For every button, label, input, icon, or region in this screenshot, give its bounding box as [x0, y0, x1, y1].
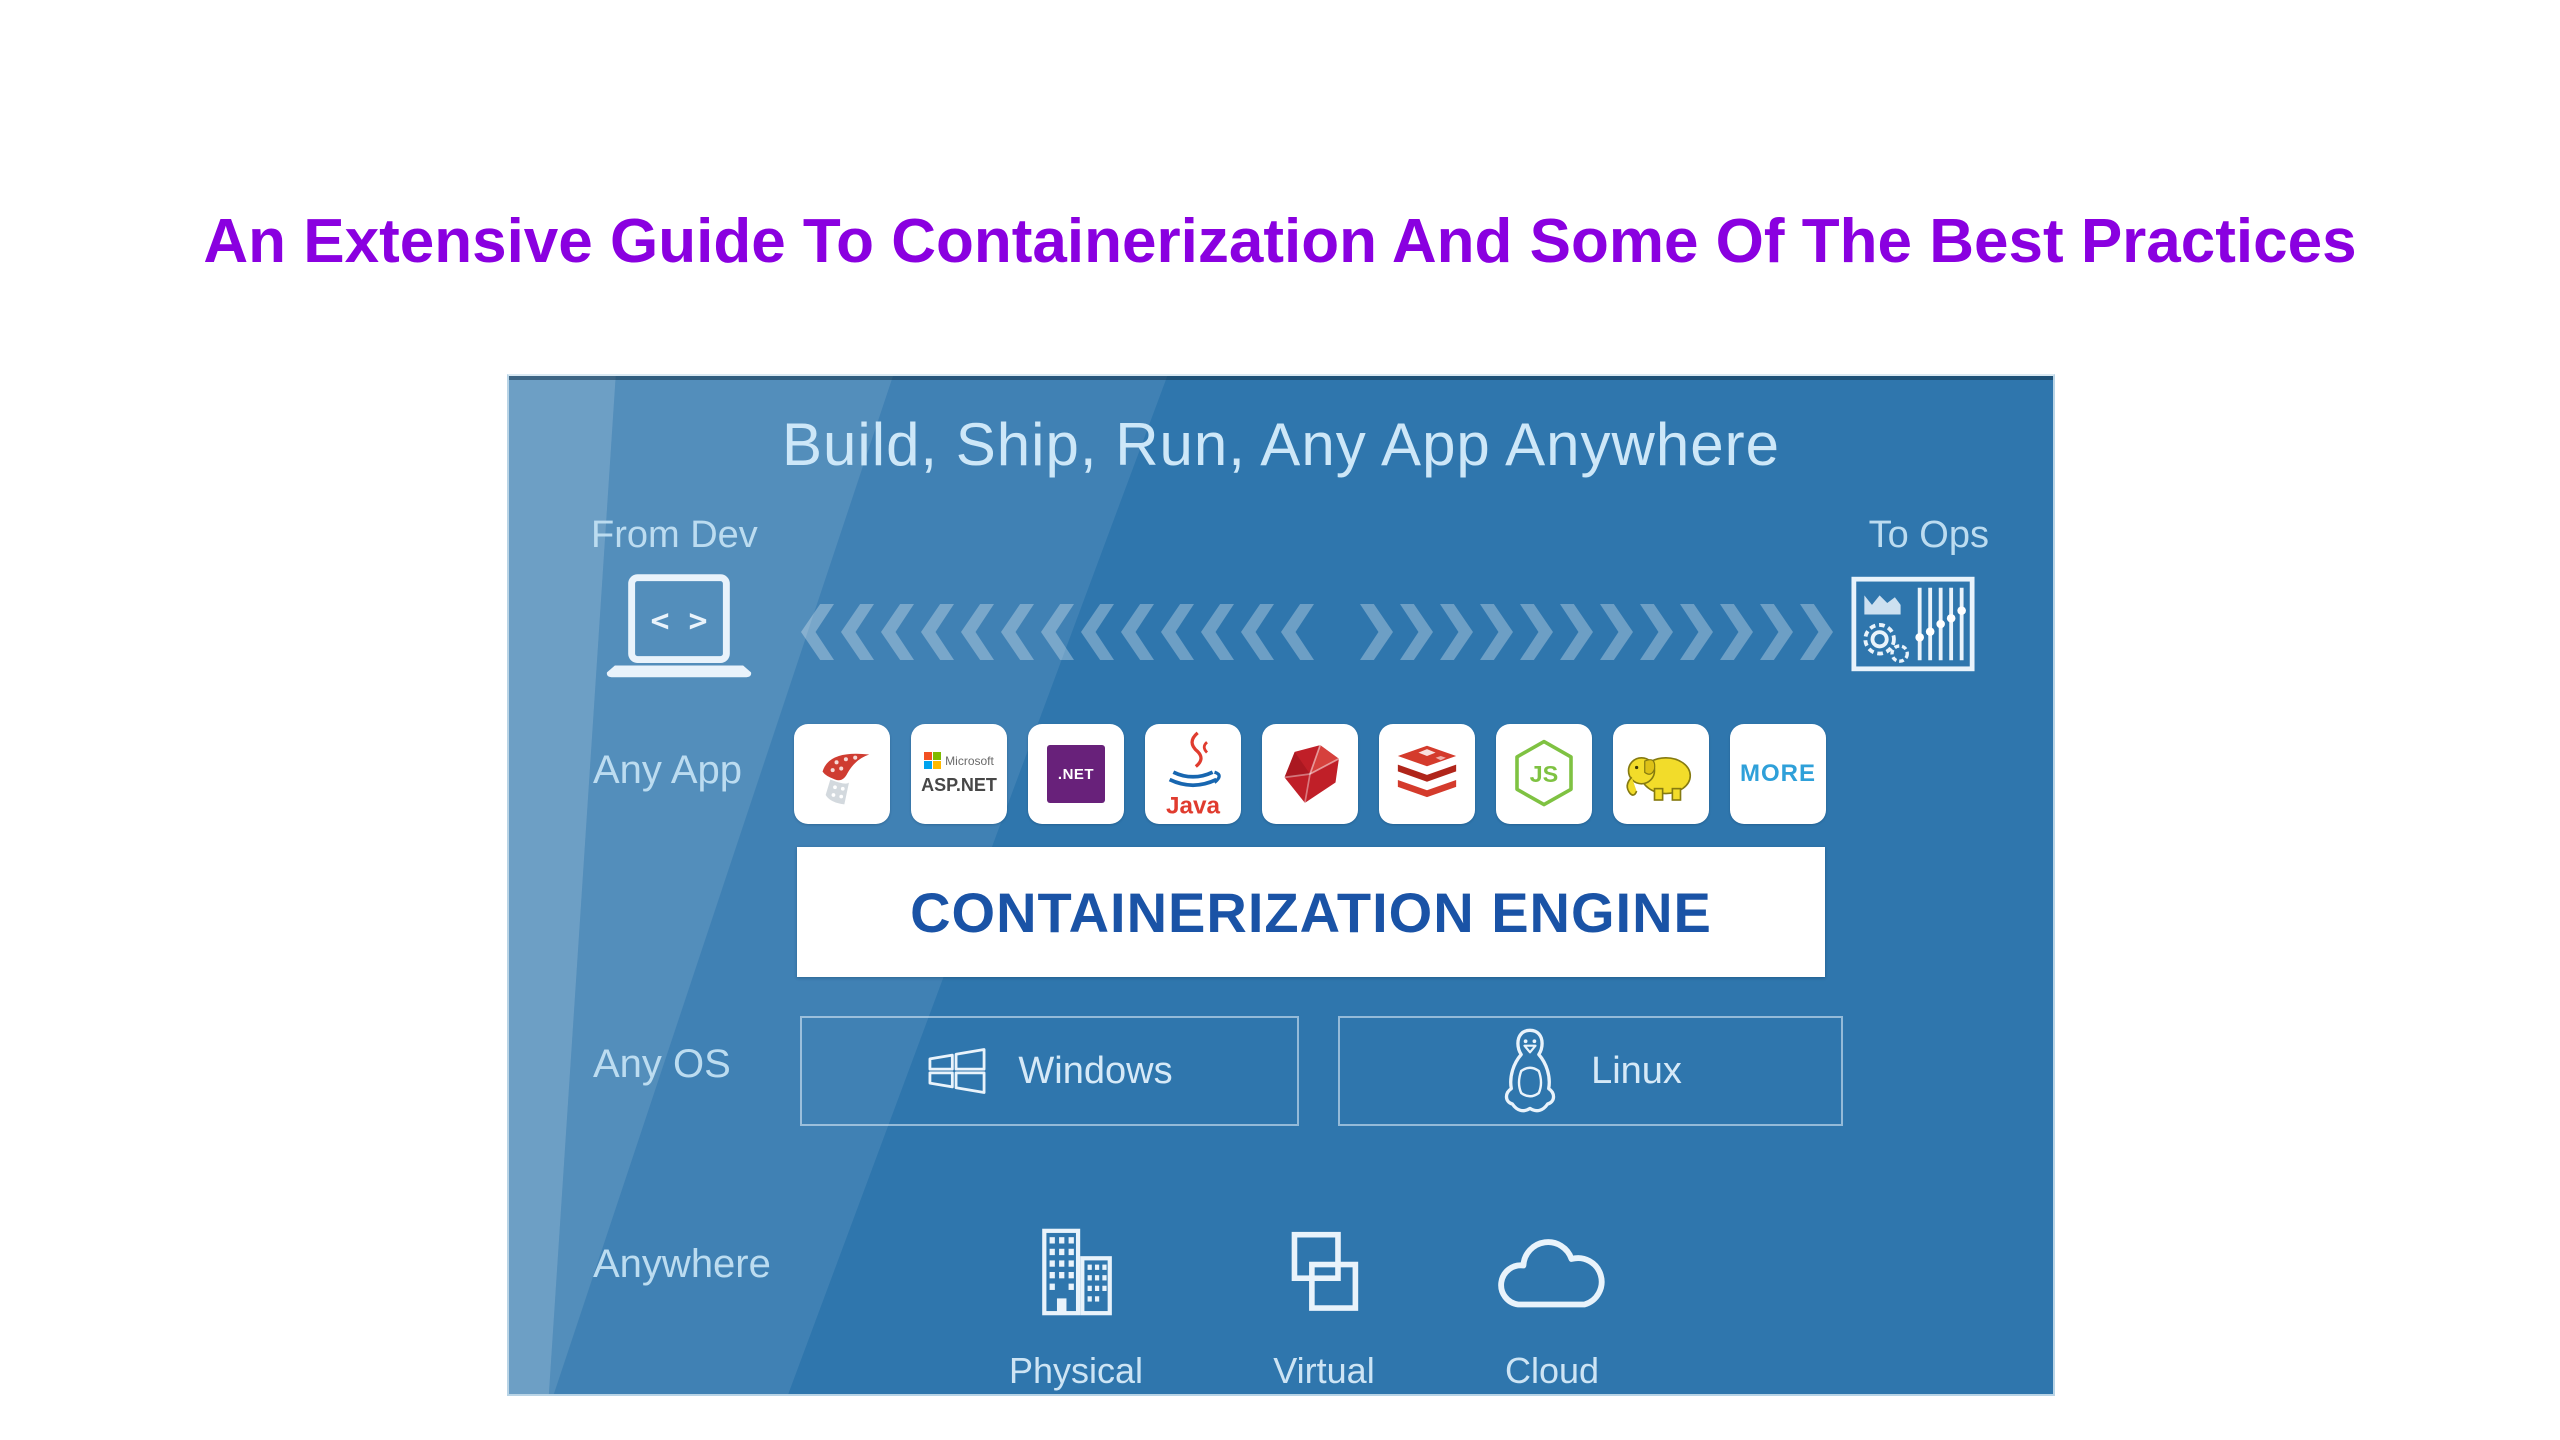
- windows-logo-icon: [928, 1048, 986, 1094]
- windows-label: Windows: [1018, 1049, 1173, 1092]
- chevron-left-icon: [881, 604, 914, 660]
- ruby-icon: [1284, 744, 1340, 804]
- chevron-left-icon: [961, 604, 994, 660]
- nodejs-js-label: JS: [1530, 761, 1559, 787]
- microsoft-logo-icon: [924, 752, 942, 769]
- containerization-engine-banner: CONTAINERIZATION ENGINE: [797, 847, 1825, 977]
- nodejs-icon: JS: [1515, 739, 1573, 807]
- diagram-header: Build, Ship, Run, Any App Anywhere: [782, 411, 1780, 478]
- chevrons-left: [801, 604, 1314, 660]
- app-tile-redis: [1379, 724, 1475, 824]
- any-os-label: Any OS: [593, 1042, 731, 1086]
- chevron-left-icon: [1081, 604, 1114, 660]
- chevron-left-icon: [1001, 604, 1034, 660]
- chevron-left-icon: [841, 604, 874, 660]
- redis-icon: [1397, 745, 1457, 798]
- more-label: MORE: [1740, 760, 1816, 787]
- tux-penguin-icon: [1504, 1028, 1556, 1113]
- dev-to-ops-flow: [801, 604, 1853, 660]
- app-tile-more: MORE: [1730, 724, 1826, 824]
- chevron-left-icon: [1281, 604, 1314, 660]
- panel-top-shade: [509, 376, 2053, 380]
- chevrons-right: [1360, 604, 1833, 660]
- chevron-right-icon: [1440, 604, 1473, 660]
- chevron-left-icon: [921, 604, 954, 660]
- any-app-label: Any App: [593, 748, 743, 792]
- virtual-label: Virtual: [1273, 1350, 1375, 1391]
- java-icon: Java: [1166, 731, 1221, 817]
- chevron-left-icon: [1041, 604, 1074, 660]
- os-box-linux: Linux: [1338, 1016, 1843, 1126]
- chevron-right-icon: [1640, 604, 1673, 660]
- chevron-left-icon: [1161, 604, 1194, 660]
- chevron-left-icon: [1201, 604, 1234, 660]
- from-dev-label: From Dev: [591, 514, 758, 556]
- chevron-right-icon: [1680, 604, 1713, 660]
- physical-label: Physical: [1008, 1350, 1144, 1391]
- chevron-right-icon: [1560, 604, 1593, 660]
- page-title: An Extensive Guide To Containerization A…: [203, 207, 2357, 276]
- chevron-right-icon: [1360, 604, 1393, 660]
- chevron-right-icon: [1400, 604, 1433, 660]
- infra-item-cloud: Cloud: [1487, 1210, 1617, 1392]
- app-tiles-row: Microsoft ASP.NET .NET Java: [794, 724, 1826, 824]
- ops-dashboard-icon: [1851, 576, 1975, 672]
- aspnet-label: ASP.NET: [921, 775, 997, 795]
- chevron-right-icon: [1520, 604, 1553, 660]
- app-tile-nodejs: JS: [1496, 724, 1592, 824]
- app-tile-dotnet: .NET: [1028, 724, 1124, 824]
- linux-label: Linux: [1591, 1049, 1682, 1092]
- cloud-icon: [1498, 1239, 1605, 1308]
- chevron-right-icon: [1720, 604, 1753, 660]
- building-icon: [1042, 1228, 1112, 1316]
- hadoop-icon: [1626, 756, 1692, 801]
- dev-laptop-icon: < >: [606, 574, 752, 678]
- app-tile-ruby: [1262, 724, 1358, 824]
- chevron-right-icon: [1480, 604, 1513, 660]
- chevron-left-icon: [1121, 604, 1154, 660]
- app-tile-sql-server: [794, 724, 890, 824]
- infra-item-virtual: Virtual: [1273, 1210, 1375, 1392]
- chevron-left-icon: [1241, 604, 1274, 660]
- chevron-right-icon: [1800, 604, 1833, 660]
- microsoft-brand-label: Microsoft: [945, 753, 994, 768]
- app-tile-asp-net: Microsoft ASP.NET: [911, 724, 1007, 824]
- chevron-left-icon: [801, 604, 834, 660]
- to-ops-label: To Ops: [1868, 514, 1989, 556]
- cloud-label: Cloud: [1504, 1350, 1600, 1391]
- engine-label: CONTAINERIZATION ENGINE: [910, 880, 1712, 944]
- chevron-right-icon: [1760, 604, 1793, 660]
- java-label: Java: [1166, 792, 1221, 817]
- code-glyph: < >: [650, 603, 707, 639]
- overlapping-squares-icon: [1291, 1231, 1358, 1311]
- app-tile-java: Java: [1145, 724, 1241, 824]
- sql-server-icon: [822, 753, 870, 805]
- infra-item-physical: Physical: [1009, 1210, 1143, 1392]
- dotnet-logo-icon: .NET: [1047, 745, 1105, 803]
- anywhere-label: Anywhere: [593, 1242, 771, 1286]
- chevron-right-icon: [1600, 604, 1633, 660]
- os-box-windows: Windows: [800, 1016, 1299, 1126]
- containerization-diagram-panel: Build, Ship, Run, Any App Anywhere From …: [507, 374, 2055, 1396]
- app-tile-hadoop: [1613, 724, 1709, 824]
